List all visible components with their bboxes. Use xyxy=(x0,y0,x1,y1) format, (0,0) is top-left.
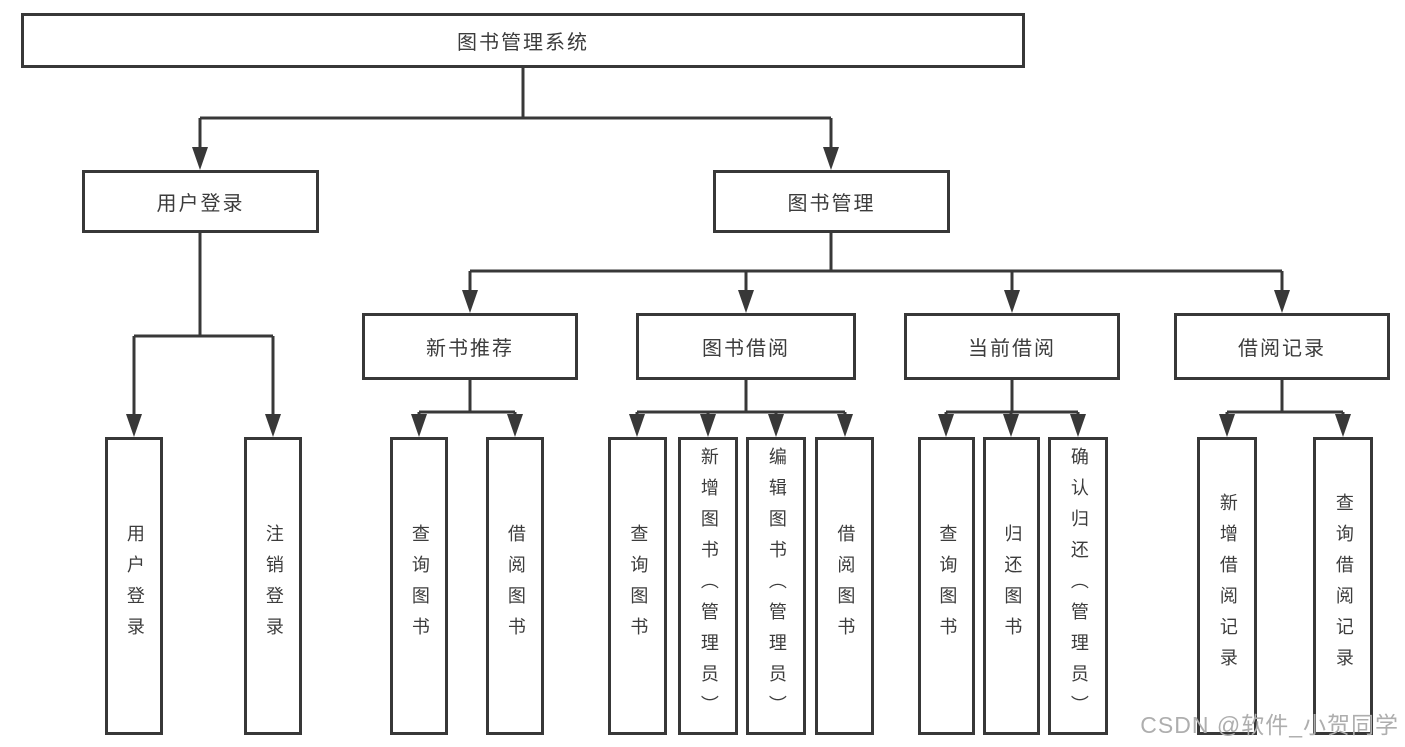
leaf-confirm-return-admin: 确认归还（管理员） xyxy=(1048,437,1108,735)
node-borrowing-records: 借阅记录 xyxy=(1174,313,1390,380)
leaf-add-books-admin: 新增图书（管理员） xyxy=(678,437,738,735)
leaf-edit-books-admin-label: 编辑图书（管理员） xyxy=(766,446,787,726)
leaf-borrow-books-label: 借阅图书 xyxy=(835,524,856,648)
node-current-borrowing: 当前借阅 xyxy=(904,313,1120,380)
node-user-login-label: 用户登录 xyxy=(156,193,245,215)
node-borrowing-records-label: 借阅记录 xyxy=(1238,338,1326,360)
leaf-query-books-borrowing-label: 查询图书 xyxy=(628,524,649,648)
arrowheads xyxy=(126,147,1351,437)
leaf-add-borrow-record: 新增借阅记录 xyxy=(1197,437,1257,735)
leaf-add-books-admin-label: 新增图书（管理员） xyxy=(698,446,719,726)
leaf-borrow-books-recommend: 借阅图书 xyxy=(486,437,544,735)
leaf-query-borrow-record-label: 查询借阅记录 xyxy=(1333,493,1354,679)
leaf-query-books-current: 查询图书 xyxy=(918,437,975,735)
node-root-label: 图书管理系统 xyxy=(457,32,589,54)
node-book-borrowing-label: 图书借阅 xyxy=(702,338,790,360)
leaf-confirm-return-admin-label: 确认归还（管理员） xyxy=(1068,446,1089,726)
leaf-query-books-recommend-label: 查询图书 xyxy=(409,524,430,648)
node-current-borrowing-label: 当前借阅 xyxy=(968,338,1056,360)
leaf-borrow-books-recommend-label: 借阅图书 xyxy=(505,524,526,648)
csdn-watermark: CSDN @软件_小贺同学 xyxy=(1140,712,1399,738)
leaf-return-books-label: 归还图书 xyxy=(1002,524,1023,648)
leaf-query-books-borrowing: 查询图书 xyxy=(608,437,667,735)
leaf-logout: 注销登录 xyxy=(244,437,302,735)
node-book-management: 图书管理 xyxy=(713,170,950,233)
node-user-login: 用户登录 xyxy=(82,170,319,233)
node-new-book-recommend: 新书推荐 xyxy=(362,313,578,380)
node-book-borrowing: 图书借阅 xyxy=(636,313,856,380)
node-book-management-label: 图书管理 xyxy=(787,193,876,215)
leaf-logout-label: 注销登录 xyxy=(263,524,284,648)
leaf-borrow-books: 借阅图书 xyxy=(815,437,874,735)
leaf-add-borrow-record-label: 新增借阅记录 xyxy=(1217,493,1238,679)
leaf-return-books: 归还图书 xyxy=(983,437,1040,735)
leaf-query-books-current-label: 查询图书 xyxy=(937,524,958,648)
node-root: 图书管理系统 xyxy=(21,13,1025,68)
leaf-edit-books-admin: 编辑图书（管理员） xyxy=(746,437,806,735)
leaf-query-books-recommend: 查询图书 xyxy=(390,437,448,735)
leaf-user-login: 用户登录 xyxy=(105,437,163,735)
node-new-book-recommend-label: 新书推荐 xyxy=(426,338,514,360)
leaf-query-borrow-record: 查询借阅记录 xyxy=(1313,437,1373,735)
leaf-user-login-label: 用户登录 xyxy=(124,524,145,648)
